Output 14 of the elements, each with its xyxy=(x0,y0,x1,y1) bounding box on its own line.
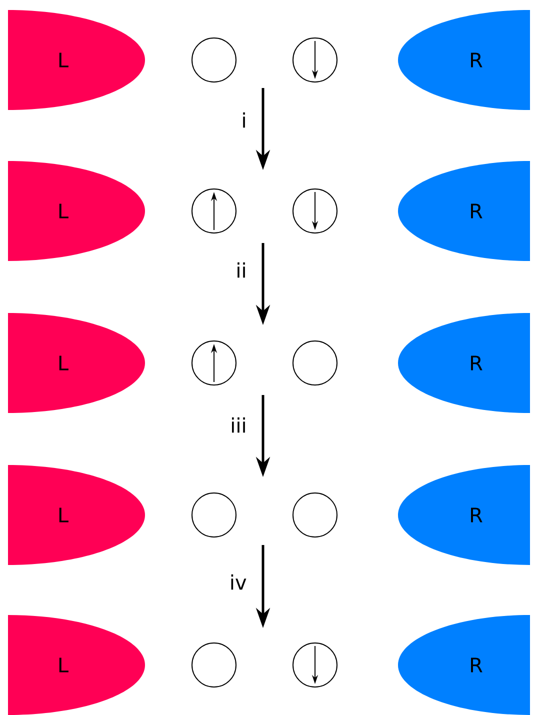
spin-circle xyxy=(192,188,236,234)
empty-circle xyxy=(192,642,236,688)
spin-circle xyxy=(292,38,338,82)
spin-circle xyxy=(292,642,338,688)
step-label: i xyxy=(243,112,245,128)
spin-circle xyxy=(192,340,236,386)
empty-circle xyxy=(292,492,338,538)
step-label: ii xyxy=(238,262,245,278)
empty-circle xyxy=(192,38,236,82)
spin-circle xyxy=(292,188,338,234)
step-label: iv xyxy=(231,574,246,590)
step-label: iii xyxy=(232,417,245,433)
empty-circle xyxy=(192,492,236,538)
empty-circle xyxy=(292,340,338,386)
